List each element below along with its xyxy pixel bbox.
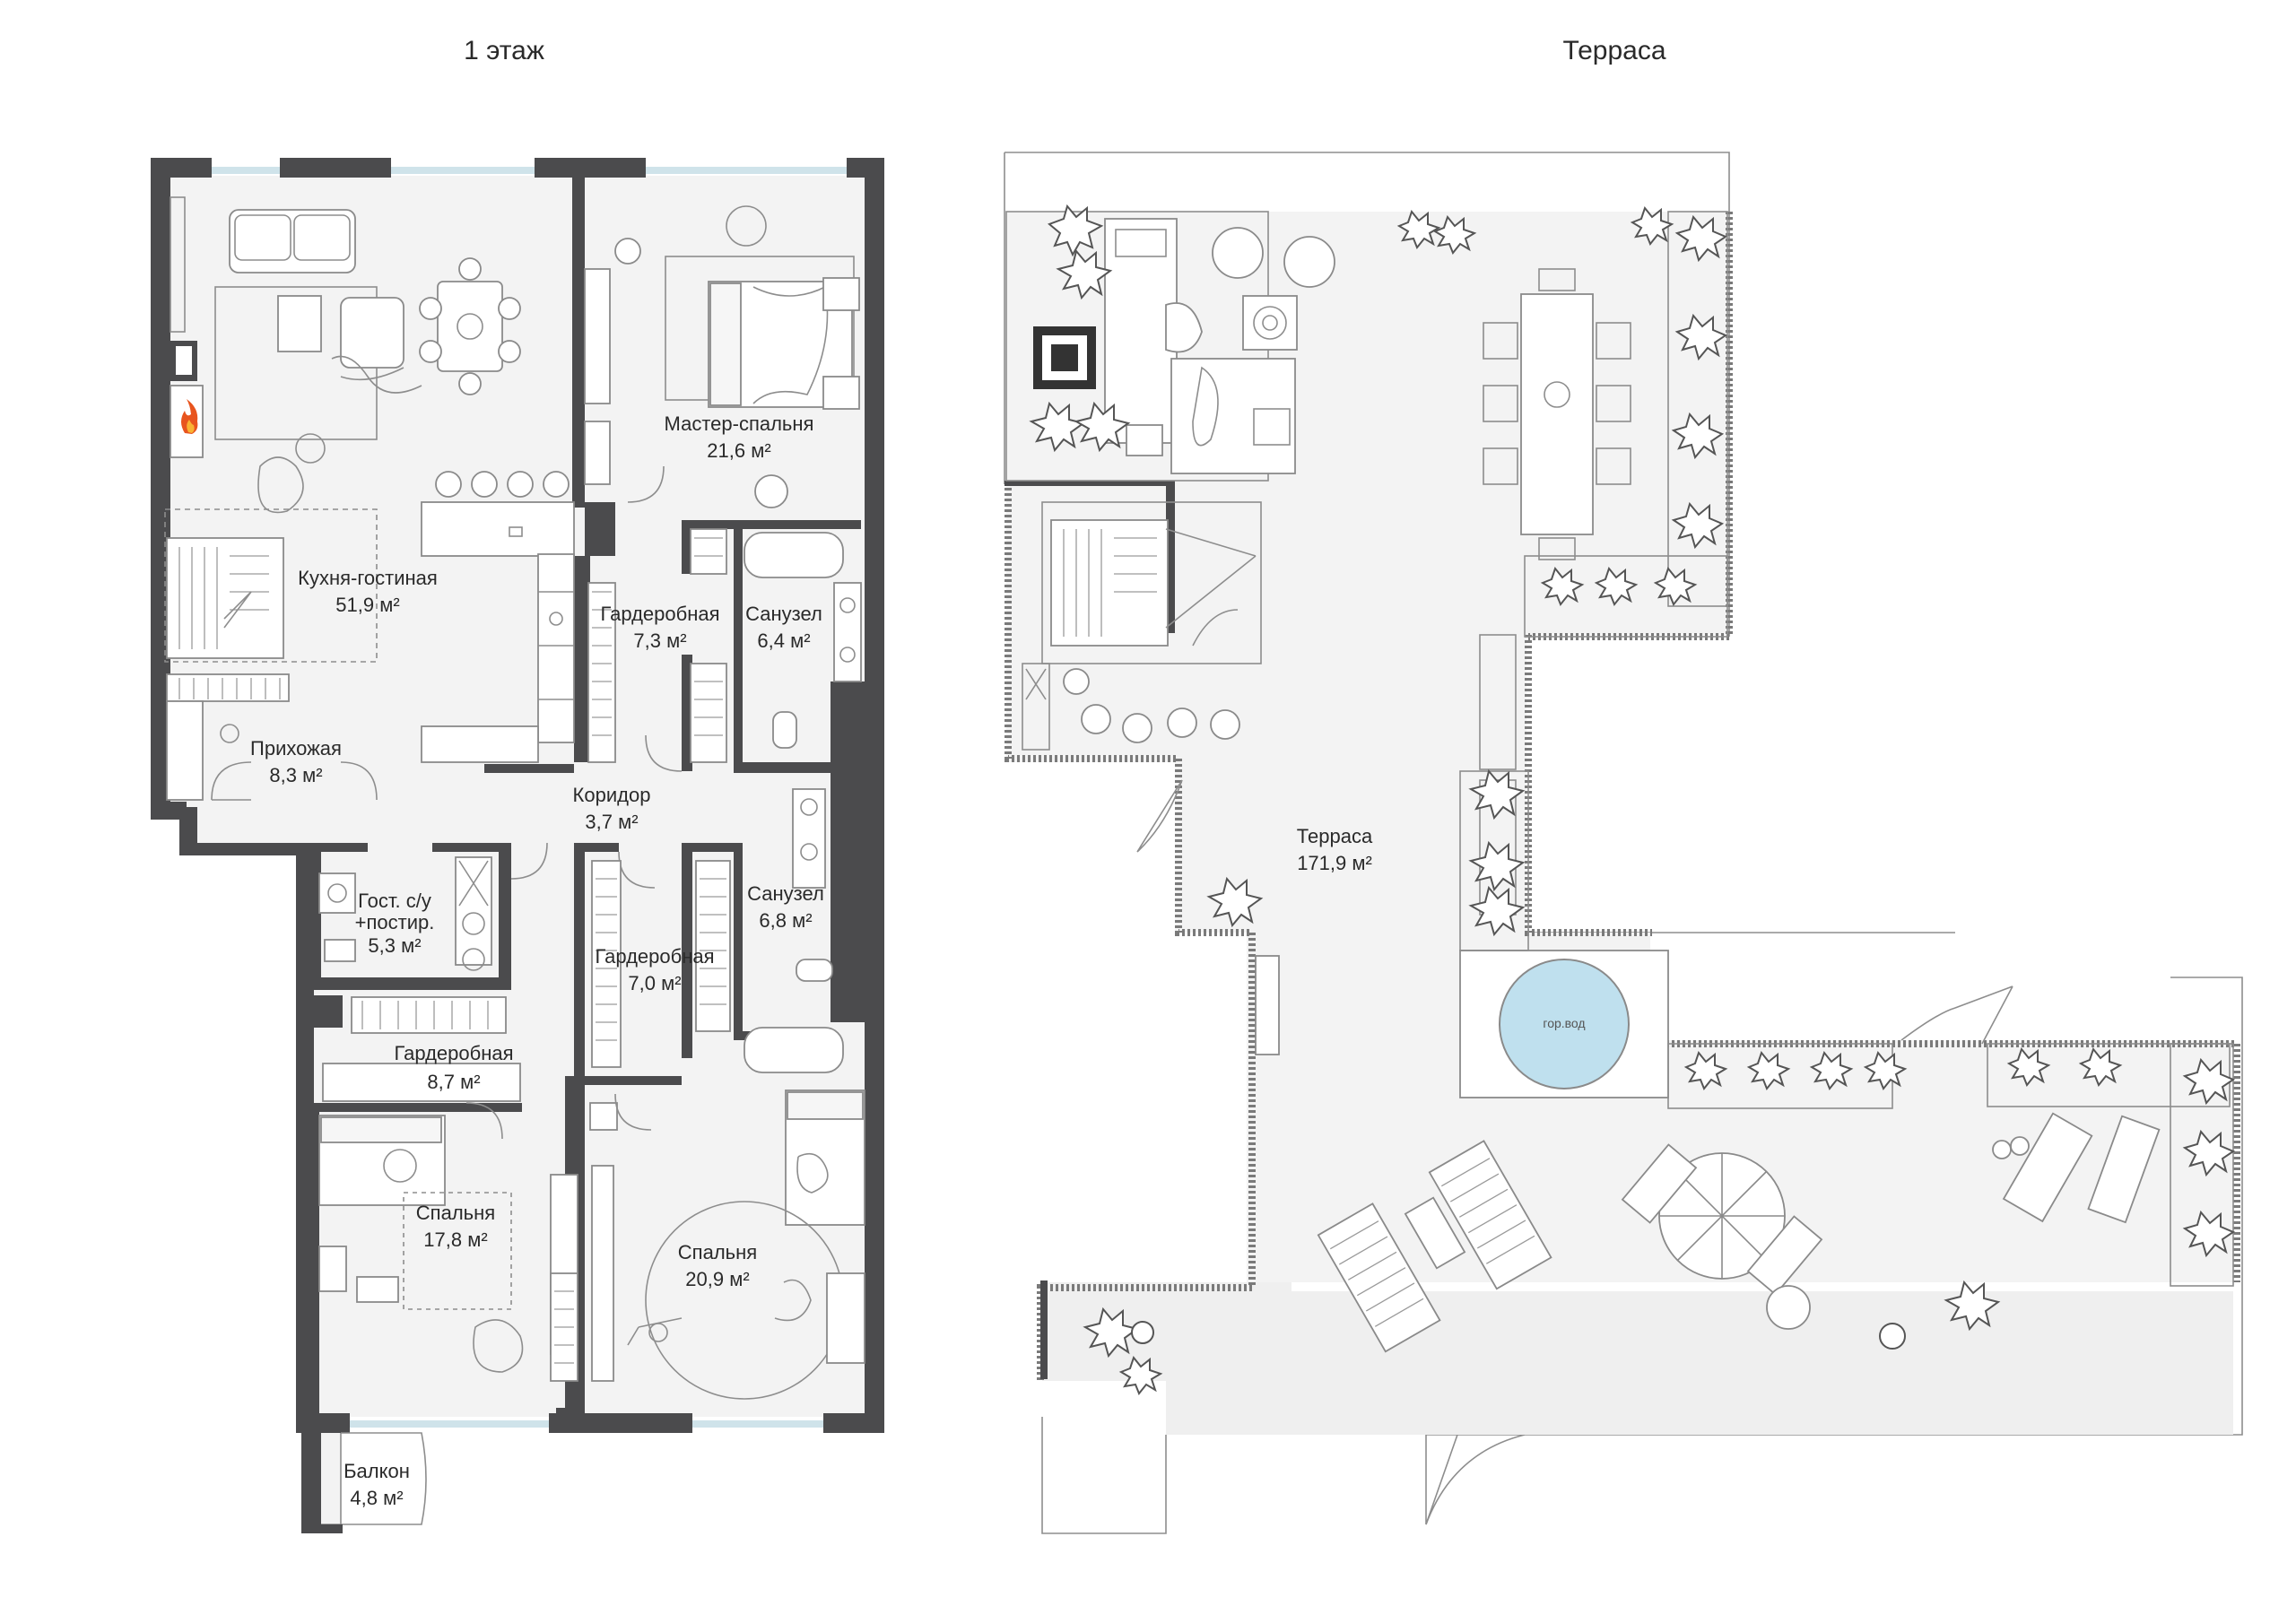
- terrace-area: 171,9 м²: [1297, 852, 1372, 874]
- balcony-name: Балкон: [344, 1460, 410, 1482]
- terrace-plan: гор.вод: [1004, 152, 2243, 1534]
- kitchen-name: Кухня-гостиная: [298, 567, 438, 589]
- bedroom2-area: 20,9 м²: [685, 1268, 749, 1290]
- guest-bath-name: Гост. с/у: [358, 890, 431, 912]
- wardrobe3-name: Гардеробная: [394, 1042, 513, 1064]
- balcony-area: 4,8 м²: [350, 1487, 403, 1509]
- guest-bath-area: 5,3 м²: [368, 934, 421, 957]
- floor1-title: 1 этаж: [464, 36, 544, 65]
- bath1-name: Санузел: [745, 603, 822, 625]
- master-area: 21,6 м²: [707, 439, 770, 462]
- wardrobe3-area: 8,7 м²: [427, 1071, 480, 1093]
- corridor-name: Коридор: [573, 784, 651, 806]
- guest-bath-name2: +постир.: [355, 911, 435, 933]
- bath2-name: Санузел: [747, 882, 824, 905]
- bedroom1-area: 17,8 м²: [423, 1228, 487, 1251]
- wardrobe1-name: Гардеробная: [600, 603, 719, 625]
- terrace-name: Терраса: [1297, 825, 1373, 847]
- floor1-plan: [151, 158, 884, 1533]
- bedroom1-name: Спальня: [416, 1202, 495, 1224]
- kitchen-area: 51,9 м²: [335, 594, 399, 616]
- wardrobe2-area: 7,0 м²: [628, 972, 681, 994]
- bath1-area: 6,4 м²: [757, 629, 810, 652]
- umbrella-icon: [1658, 1152, 1786, 1280]
- fire-icon: [181, 399, 198, 434]
- master-name: Мастер-спальня: [665, 412, 814, 435]
- bedroom2-name: Спальня: [678, 1241, 757, 1263]
- plant-icon: [1029, 204, 2236, 1395]
- wardrobe1-area: 7,3 м²: [633, 629, 686, 652]
- terrace-title: Терраса: [1562, 36, 1665, 65]
- pool-label: гор.вод: [1543, 1016, 1585, 1030]
- corridor-area: 3,7 м²: [585, 811, 638, 833]
- hall-area: 8,3 м²: [269, 764, 322, 786]
- hall-name: Прихожая: [250, 737, 342, 760]
- wardrobe2-name: Гардеробная: [595, 945, 714, 968]
- bath2-area: 6,8 м²: [759, 909, 812, 932]
- staircase-icon: [166, 537, 284, 659]
